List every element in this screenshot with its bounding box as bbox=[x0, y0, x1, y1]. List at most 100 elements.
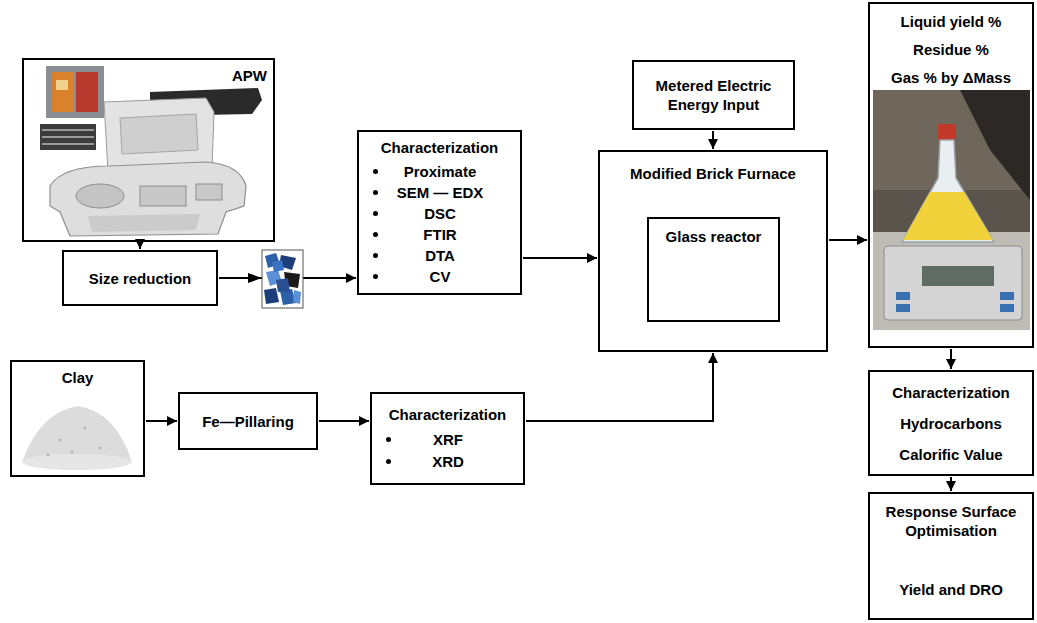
car-parts-illustration-part bbox=[104, 98, 214, 172]
box-text: FTIR bbox=[378, 225, 514, 244]
box-text: Calorific Value bbox=[876, 445, 1026, 464]
box-text: Hydrocarbons bbox=[876, 414, 1026, 433]
product-photo-part bbox=[896, 292, 910, 300]
box-title: APW bbox=[30, 66, 267, 85]
text-item: DTA bbox=[365, 245, 514, 266]
box-title: Glass reactor bbox=[655, 227, 772, 246]
text-item: Modified Brick Furnace bbox=[606, 164, 820, 183]
furnace-box: Modified Brick FurnaceGlass reactor bbox=[598, 150, 828, 352]
characterization-box: CharacterizationProximateSEM — EDXDSCFTI… bbox=[357, 130, 522, 295]
bullet-dot bbox=[373, 190, 378, 195]
box-title: Characterization bbox=[378, 405, 517, 424]
car-parts-illustration bbox=[40, 66, 262, 236]
text-item: Metered Electric Energy Input bbox=[640, 76, 787, 114]
car-parts-illustration-part bbox=[76, 184, 124, 208]
text-item: Liquid yield % bbox=[876, 12, 1026, 31]
shredded-plastic-image-part bbox=[293, 290, 301, 304]
connector-arrow bbox=[950, 477, 952, 491]
text-item: Hydrocarbons bbox=[876, 414, 1026, 433]
text-item: Clay bbox=[18, 368, 137, 387]
bullet-dot bbox=[373, 169, 378, 174]
car-parts-illustration-part bbox=[46, 66, 104, 118]
car-parts-illustration-part bbox=[42, 143, 94, 145]
text-item: XRF bbox=[378, 428, 517, 450]
text-item: Characterization bbox=[876, 383, 1026, 402]
text-item: Yield and DRO bbox=[876, 580, 1026, 599]
text-item: APW bbox=[30, 66, 267, 85]
clay-powder-image-part bbox=[47, 454, 50, 457]
connector-arrow bbox=[712, 131, 714, 149]
optimisation-box: Response Surface OptimisationYield and D… bbox=[868, 492, 1034, 620]
clay-powder-image-part bbox=[22, 454, 132, 470]
connector-arrow bbox=[319, 420, 369, 422]
output-box: Liquid yield % Residue % Gas % by ΔMass bbox=[868, 2, 1034, 348]
product-photo-part bbox=[1000, 304, 1014, 312]
product-photo bbox=[873, 90, 1030, 330]
product-photo-part bbox=[873, 232, 1030, 330]
text-item: Characterization bbox=[378, 405, 517, 424]
shredded-plastic-image-part bbox=[272, 260, 284, 272]
text-item: Glass reactor bbox=[655, 227, 772, 246]
clay-powder-image-part bbox=[84, 427, 87, 430]
reactor-box: Glass reactor bbox=[647, 217, 780, 322]
box-text: Yield and DRO bbox=[876, 580, 1026, 599]
clay-powder-image bbox=[22, 406, 132, 470]
text-item: Characterization bbox=[365, 138, 514, 157]
bullet-dot bbox=[386, 437, 391, 442]
box-title: Characterization bbox=[876, 383, 1026, 402]
source-box: APW bbox=[22, 58, 275, 242]
text-item: Size reduction bbox=[70, 269, 210, 288]
characterization-box: CharacterizationHydrocarbonsCalorific Va… bbox=[868, 370, 1034, 476]
box-text: Gas % by ΔMass bbox=[876, 68, 1026, 87]
car-parts-illustration-part bbox=[140, 186, 186, 206]
material-box: Clay bbox=[10, 360, 145, 477]
text-item: Fe—Pillaring bbox=[186, 412, 310, 431]
box-text: XRD bbox=[391, 452, 517, 471]
shredded-plastic-image-part bbox=[264, 288, 279, 304]
box-text: Proximate bbox=[378, 162, 514, 181]
text-item: Proximate bbox=[365, 161, 514, 182]
process-box: Fe—Pillaring bbox=[178, 392, 318, 450]
product-photo-part bbox=[884, 246, 1022, 320]
connector-arrow bbox=[523, 257, 597, 259]
bullet-dot bbox=[373, 232, 378, 237]
car-parts-illustration-part bbox=[196, 184, 222, 200]
box-text: CV bbox=[378, 267, 514, 286]
box-title: Clay bbox=[18, 368, 137, 387]
box-title: Liquid yield % bbox=[876, 12, 1026, 31]
box-text: XRF bbox=[391, 430, 517, 449]
product-photo-part bbox=[902, 140, 994, 242]
box-title: Metered Electric Energy Input bbox=[640, 76, 787, 114]
car-parts-illustration-part bbox=[120, 114, 198, 154]
box-text: Residue % bbox=[876, 40, 1026, 59]
characterization-box: CharacterizationXRF XRD bbox=[370, 392, 525, 485]
clay-powder-image-part bbox=[22, 406, 132, 462]
bullet-dot bbox=[373, 211, 378, 216]
car-parts-illustration-part bbox=[40, 124, 96, 150]
product-photo-part bbox=[873, 90, 1030, 330]
shredded-plastic-image-part bbox=[262, 250, 303, 308]
text-item: Calorific Value bbox=[876, 445, 1026, 464]
connector-arrow bbox=[950, 349, 952, 369]
text-item: FTIR bbox=[365, 224, 514, 245]
shredded-plastic-image-part bbox=[276, 278, 290, 292]
product-photo-part bbox=[903, 192, 993, 240]
car-parts-illustration-part bbox=[76, 72, 98, 112]
shredded-plastic-image-part bbox=[248, 273, 262, 283]
box-title: Characterization bbox=[365, 138, 514, 157]
box-title: Size reduction bbox=[70, 269, 210, 288]
connector-arrow bbox=[146, 420, 177, 422]
product-photo-part bbox=[960, 90, 1030, 200]
car-parts-illustration-part bbox=[42, 136, 94, 138]
product-photo-part bbox=[1000, 292, 1014, 300]
car-parts-illustration-part bbox=[56, 80, 68, 90]
product-photo-part bbox=[922, 266, 994, 286]
car-parts-illustration-part bbox=[50, 162, 246, 236]
connector-arrow bbox=[139, 243, 141, 249]
product-photo-part bbox=[938, 124, 956, 140]
text-item: XRD bbox=[378, 450, 517, 472]
clay-powder-image-part bbox=[99, 447, 102, 450]
product-photo-part bbox=[896, 304, 910, 312]
